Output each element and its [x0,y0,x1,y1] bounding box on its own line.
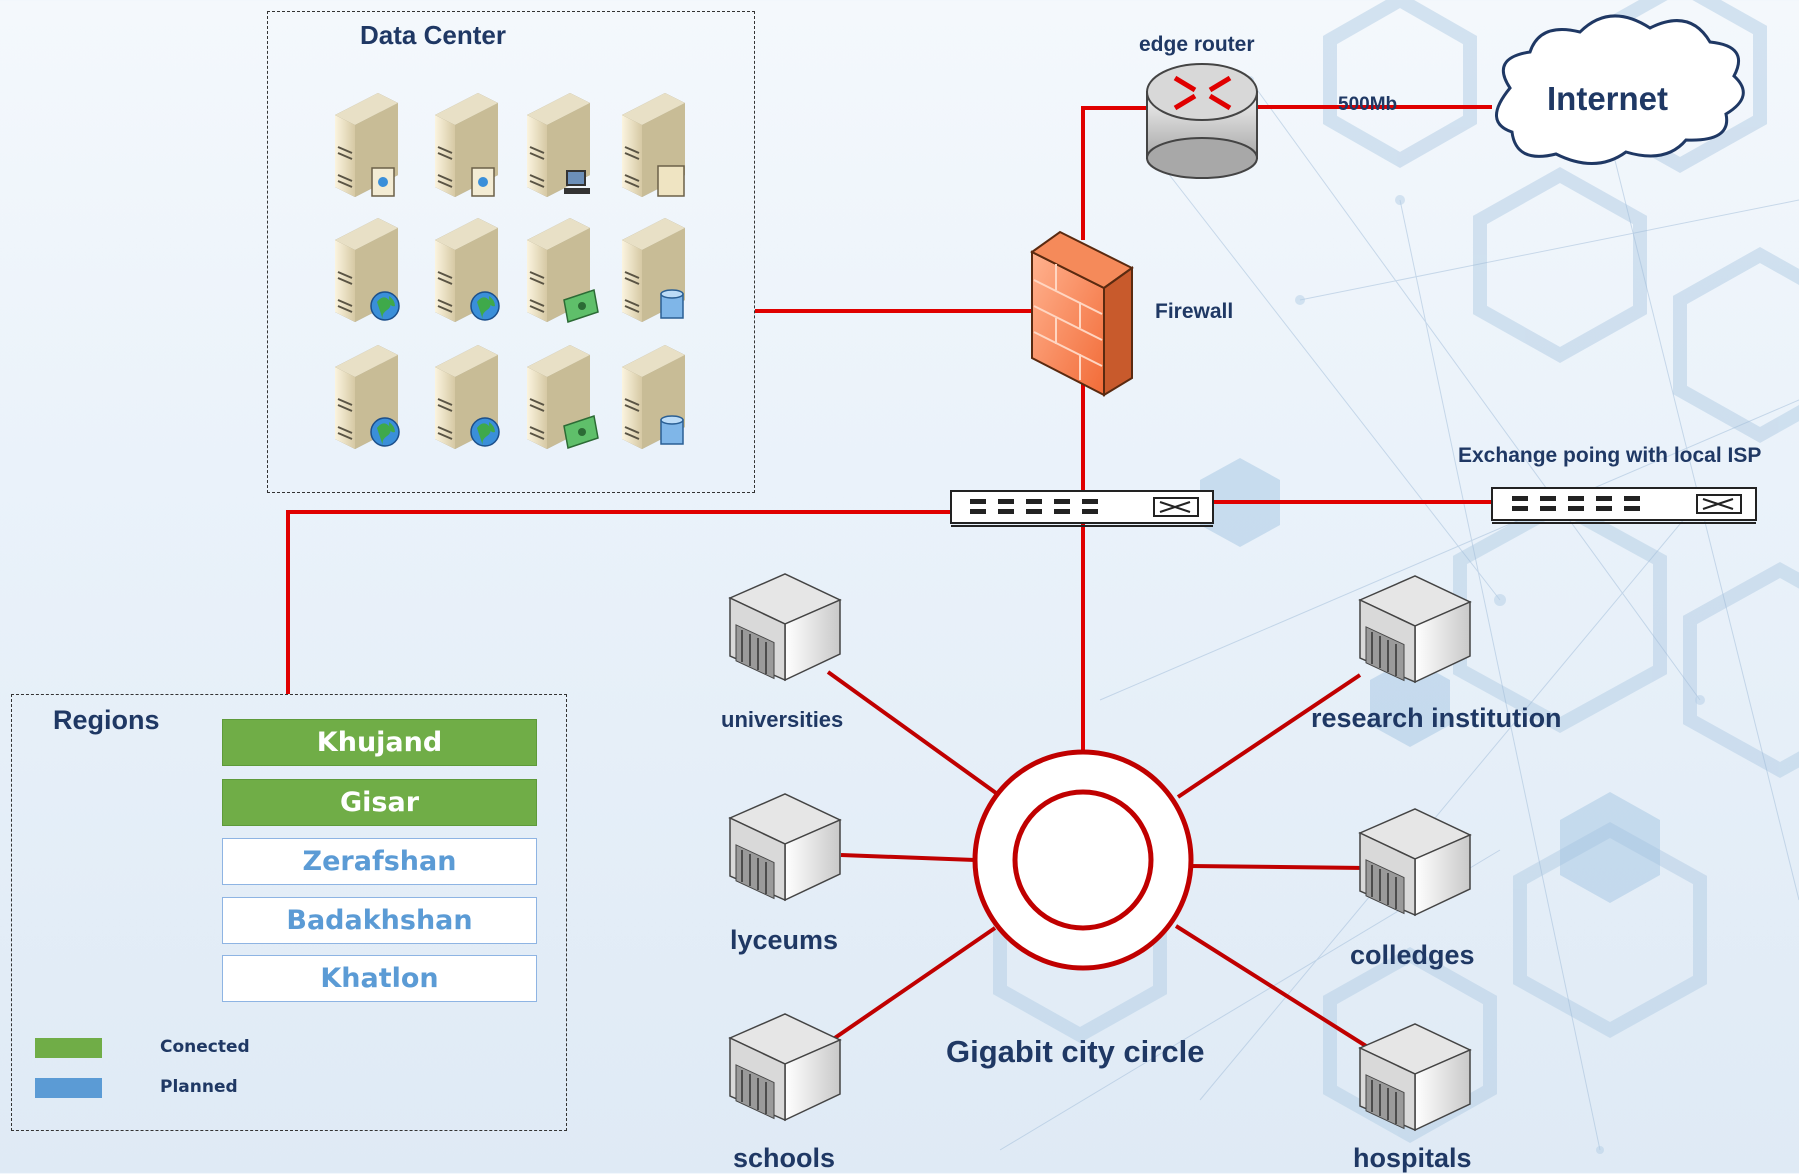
link-ring-lyceums [840,853,976,862]
link-switch-regions [286,510,951,694]
universities-label: universities [721,707,844,732]
regions-box [11,694,567,1131]
lyceums-building-icon [729,793,841,901]
core-switch-icon [950,490,1214,527]
research-building-icon [1359,575,1471,683]
schools-label: schools [733,1143,836,1173]
firewall-label: Firewall [1155,300,1234,323]
lyceums-label: lyceums [730,925,839,955]
universities-building-icon [729,573,841,681]
internet-cloud-icon [1495,14,1745,165]
legend-planned-label: Planned [160,1077,238,1097]
colleges-label: colledges [1350,940,1475,970]
link-ring-colleges [1189,864,1367,870]
legend-connected-swatch [35,1038,102,1058]
link-ring-research [1176,673,1362,799]
region-khujand: Khujand [222,719,537,766]
hospitals-building-icon [1359,1023,1471,1131]
regions-title: Regions [53,705,160,735]
region-zerafshan: Zerafshan [222,838,537,885]
link-ring-universities [826,670,998,795]
legend-connected-label: Conected [160,1037,250,1057]
link-ring-hospitals [1174,924,1368,1048]
hospitals-label: hospitals [1353,1143,1472,1173]
region-badakhshan: Badakhshan [222,897,537,944]
firewall-icon [1030,230,1134,397]
legend-planned-swatch [35,1078,102,1098]
exchange-switch-icon [1491,487,1757,524]
region-gisar: Gisar [222,779,537,826]
colleges-building-icon [1359,808,1471,916]
gigabit-ring-icon [972,749,1194,971]
exchange-label: Exchange poing with local ISP [1458,444,1762,467]
link-firewall-router [1081,106,1150,240]
region-khatlon: Khatlon [222,955,537,1002]
data-center-title: Data Center [360,20,506,50]
city-circle-label: Gigabit city circle [946,1034,1205,1069]
bandwidth-label: 500Mb [1338,94,1398,115]
edge-router-label: edge router [1139,33,1255,56]
link-ring-schools [824,926,997,1046]
internet-label: Internet [1547,80,1669,117]
edge-router-icon [1146,63,1258,179]
schools-building-icon [729,1013,841,1121]
research-label: research institution [1311,703,1562,733]
data-center-box [267,11,755,493]
